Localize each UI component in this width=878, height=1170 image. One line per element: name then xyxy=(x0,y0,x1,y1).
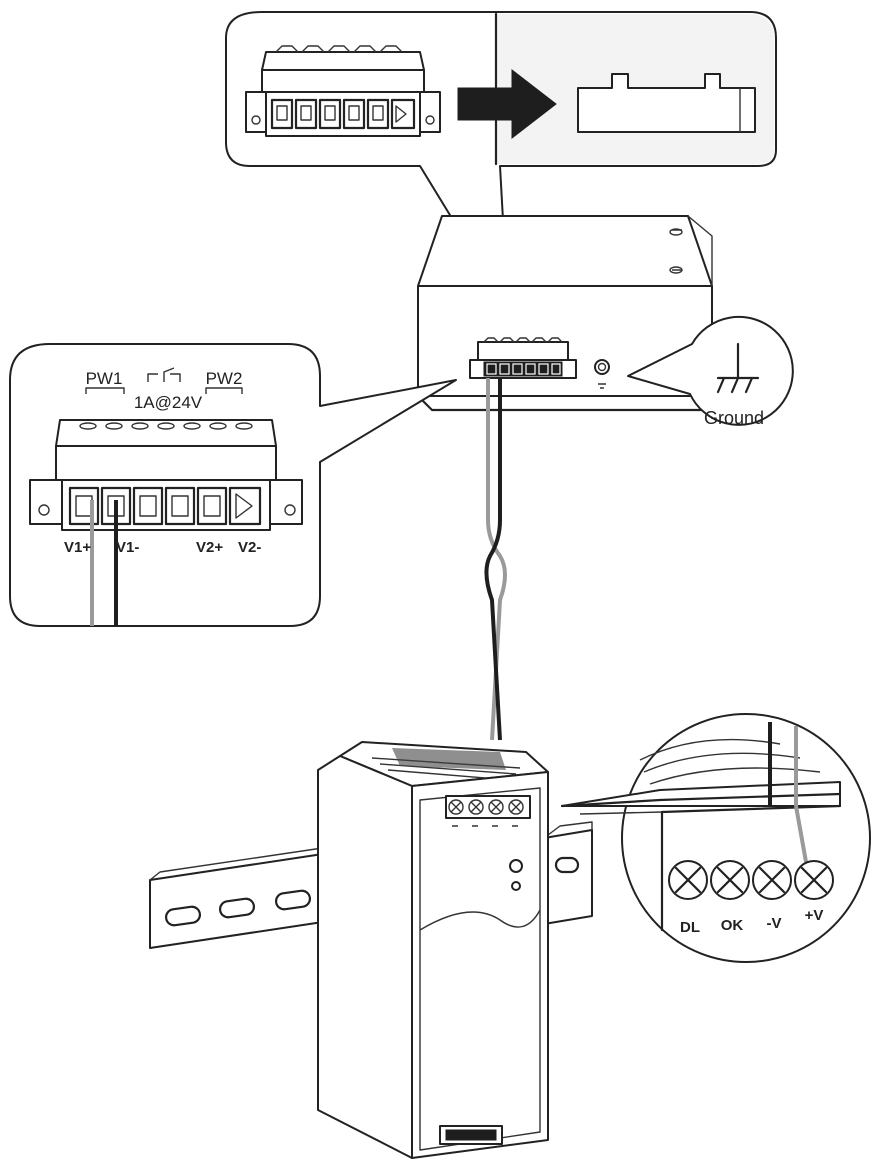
connector-top-view xyxy=(245,45,441,137)
v2-minus-label: V2- xyxy=(238,539,261,556)
v2-plus-label: V2+ xyxy=(196,539,223,556)
din-rail xyxy=(149,821,593,949)
relay-symbol-icon xyxy=(147,367,181,382)
psu-terminal-ok-label: OK xyxy=(721,917,744,934)
pinout-callout: PW1 1A@24V PW2 V1+ xyxy=(9,343,457,627)
ground-screw xyxy=(594,359,610,389)
psu-terminal-minus-v-label: -V xyxy=(767,915,782,932)
pw1-label: PW1 xyxy=(86,369,123,388)
power-supply-unit xyxy=(317,741,549,1159)
v1-minus-label: V1- xyxy=(116,539,139,556)
connector-arrow-icon xyxy=(457,68,557,140)
terminal-screw-icon xyxy=(668,860,834,900)
v1-plus-label: V1+ xyxy=(64,539,91,556)
psu-terminal-dl-label: DL xyxy=(680,919,700,936)
power-cable xyxy=(484,378,507,741)
device-power-connector xyxy=(469,337,577,379)
psu-terminals-small xyxy=(448,799,524,815)
psu-terminal-plus-v-label: +V xyxy=(805,907,824,924)
pw2-label: PW2 xyxy=(206,369,243,388)
ground-symbol-icon xyxy=(716,342,760,394)
ground-callout: Ground xyxy=(627,315,794,428)
psu-terminal-callout: DL OK -V +V xyxy=(560,713,871,963)
relay-rating-label: 1A@24V xyxy=(134,393,203,412)
pinout-terminals xyxy=(68,486,262,526)
ground-label: Ground xyxy=(704,408,764,428)
insertion-callout xyxy=(225,11,777,311)
